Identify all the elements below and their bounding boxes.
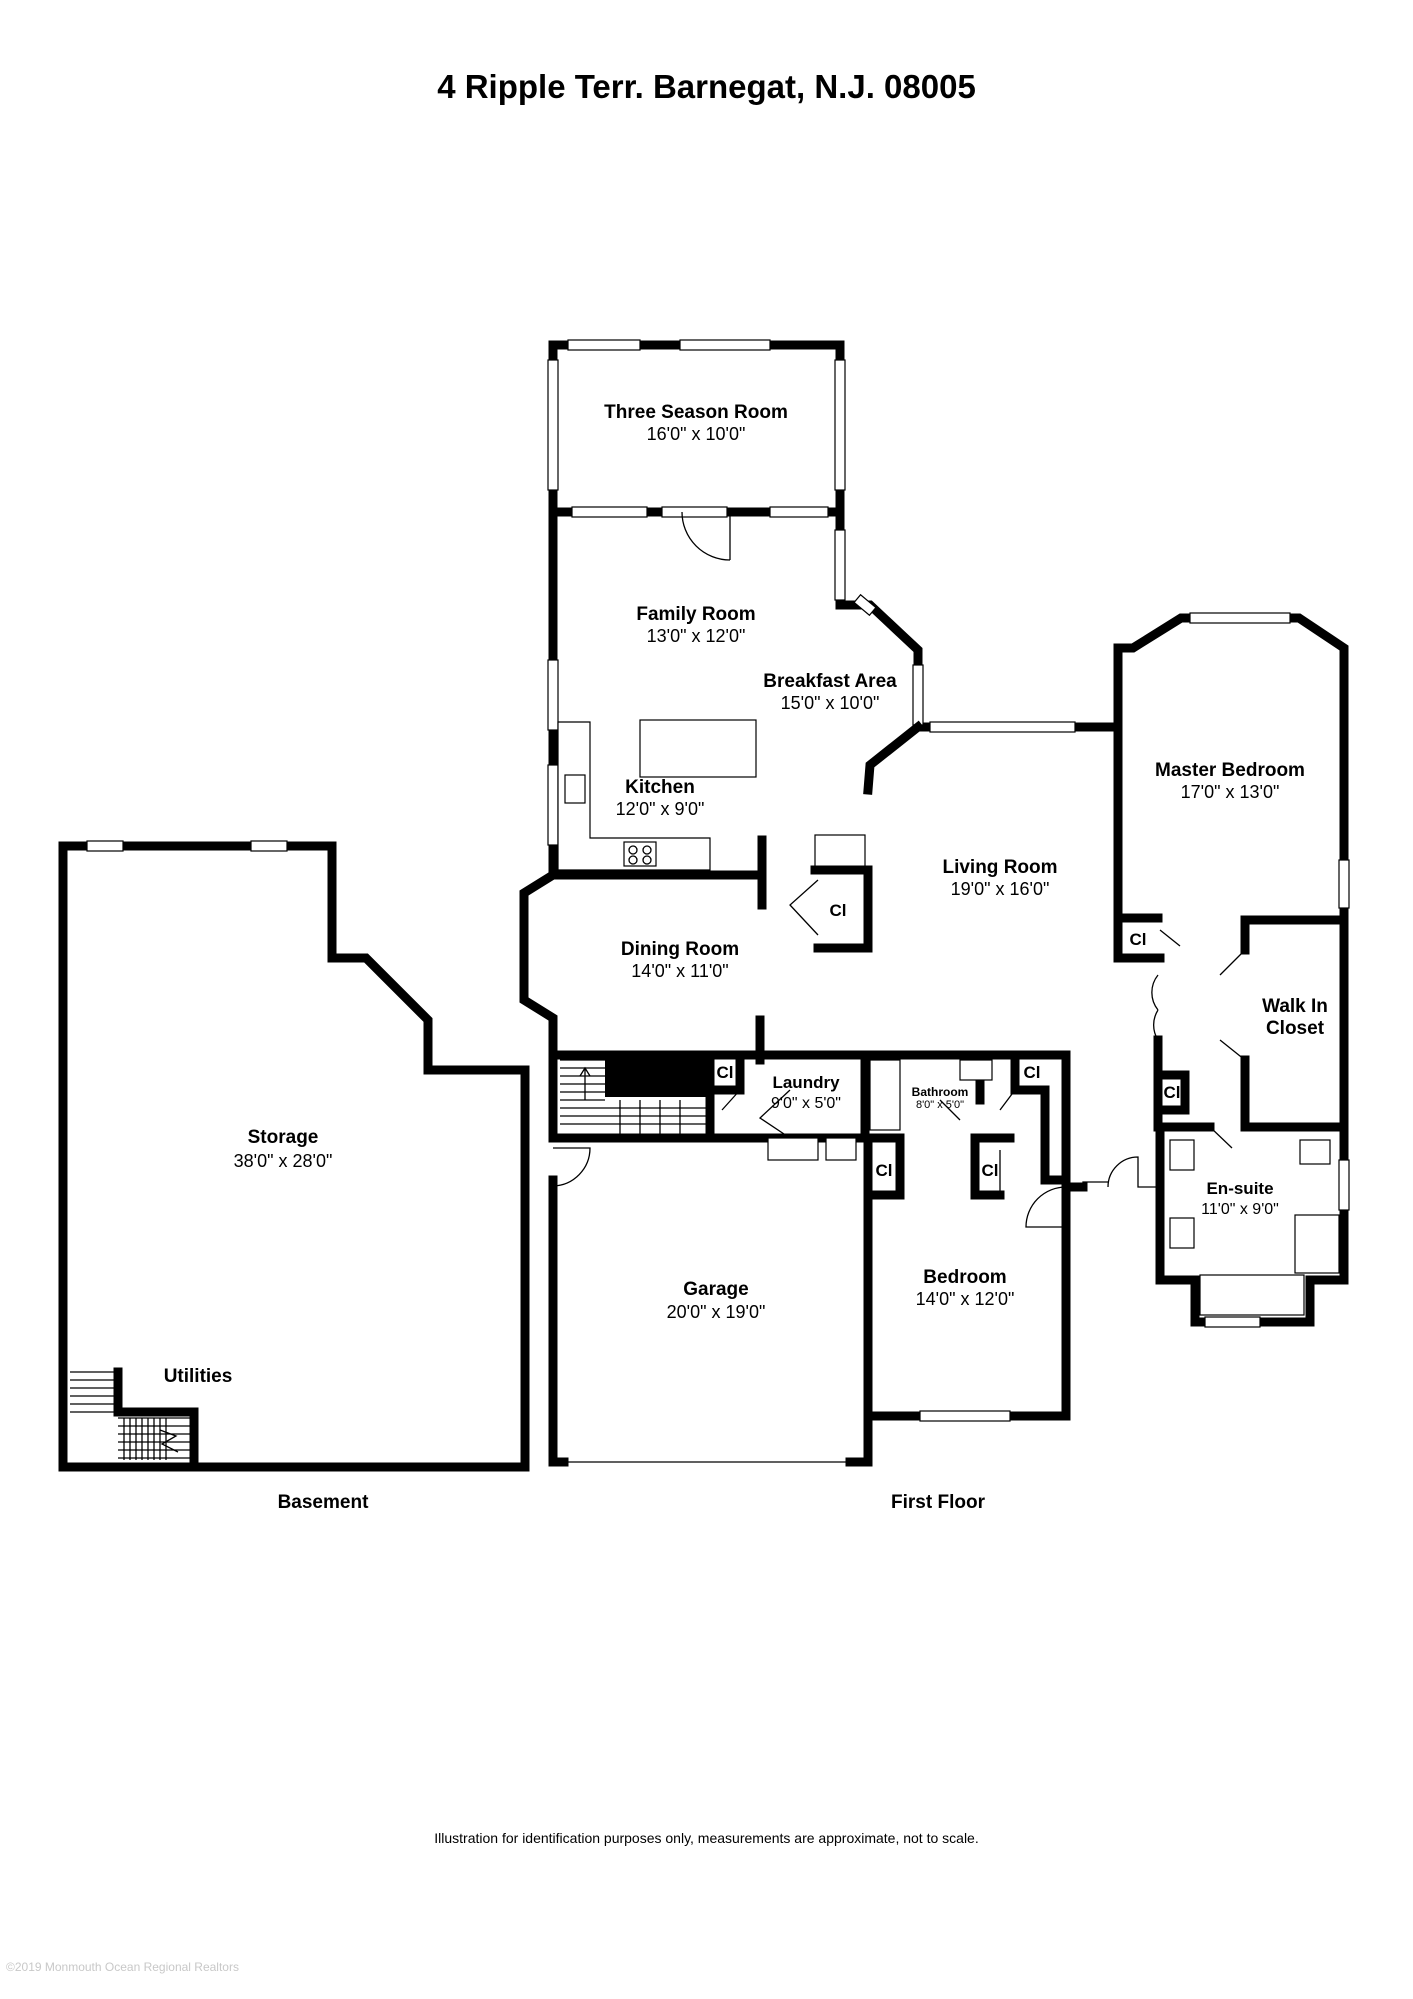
breakfast-bay-windows	[853, 593, 1076, 733]
kitchen-island	[639, 719, 757, 778]
stove-icon	[623, 841, 657, 867]
basement-window-2	[250, 840, 288, 852]
dining-room-label: Dining Room	[621, 939, 739, 960]
basement-caption: Basement	[278, 1492, 369, 1513]
breakfast-area-dims: 15'0" x 10'0"	[781, 693, 880, 713]
kitchen-west-window	[547, 764, 559, 846]
kitchen-sink-icon	[564, 774, 586, 804]
kitchen-label: Kitchen	[625, 777, 695, 798]
living-room-dims: 19'0" x 16'0"	[951, 879, 1050, 899]
en-suite-door	[1209, 1126, 1233, 1149]
three-season-windows	[547, 339, 846, 518]
storage-dims: 38'0" x 28'0"	[234, 1151, 333, 1171]
en-suite-dims: 11'0" x 9'0"	[1201, 1201, 1279, 1218]
utilities-nook-wall	[113, 1367, 199, 1465]
disclaimer-text: Illustration for identification purposes…	[434, 1830, 979, 1846]
first-floor-caption: First Floor	[891, 1492, 986, 1513]
laundry-dims: 9'0" x 5'0"	[771, 1095, 841, 1112]
copyright-watermark: ©2019 Monmouth Ocean Regional Realtors	[6, 1960, 239, 1974]
bath-closet-label: Cl	[1024, 1063, 1041, 1082]
garage-walls	[548, 1175, 873, 1467]
stair-closet-door	[721, 1089, 741, 1111]
bedroom-door	[1025, 1186, 1067, 1228]
bathroom-tub	[869, 1059, 901, 1131]
stair-closet	[705, 1050, 745, 1095]
bathroom-dims: 8'0" x 5'0"	[916, 1099, 964, 1111]
family-room-dims: 13'0" x 12'0"	[647, 626, 746, 646]
bathroom-sink-icon	[959, 1059, 993, 1081]
three-season-dims: 16'0" x 10'0"	[647, 424, 746, 444]
breakfast-area-label: Breakfast Area	[763, 671, 897, 692]
bedroom-closet-2-label: Cl	[982, 1161, 999, 1180]
storage-label: Storage	[248, 1127, 319, 1148]
stair-closet-label: Cl	[717, 1063, 734, 1082]
dining-room-dims: 14'0" x 11'0"	[631, 961, 728, 981]
hall-closet-label: Cl	[1164, 1083, 1181, 1102]
living-double-door	[1151, 974, 1159, 1041]
walk-in-door	[1219, 949, 1246, 1061]
bathroom-label: Bathroom	[912, 1085, 969, 1099]
three-season-base-window	[834, 529, 846, 601]
laundry-sink-icon	[825, 1137, 857, 1161]
en-suite-tub	[1199, 1274, 1305, 1316]
breakfast-living-wall	[863, 720, 925, 795]
bedroom-label: Bedroom	[923, 1267, 1006, 1288]
en-suite-label: En-suite	[1206, 1179, 1273, 1198]
three-season-label: Three Season Room	[604, 402, 788, 423]
basement-stairs	[70, 1371, 190, 1460]
living-room-label: Living Room	[942, 857, 1057, 878]
basement-plan: Storage 38'0" x 28'0" Utilities Basement	[58, 840, 530, 1513]
bedroom-closet-door	[899, 1150, 1001, 1195]
dining-closet-label: Cl	[830, 901, 847, 920]
basement-outline	[58, 841, 530, 1472]
walk-in-closet-label-1: Walk In	[1262, 996, 1328, 1017]
laundry-garage-wall	[548, 1133, 873, 1185]
plan-title: 4 Ripple Terr. Barnegat, N.J. 08005	[437, 68, 976, 105]
laundry-door	[758, 1089, 791, 1139]
master-closet-door	[1159, 929, 1181, 947]
dining-closet-wall	[810, 865, 873, 953]
master-bay-window	[1189, 612, 1291, 624]
kitchen-dims: 12'0" x 9'0"	[616, 799, 705, 819]
utilities-label: Utilities	[164, 1366, 233, 1387]
garage-entry-door	[552, 1147, 591, 1187]
bedroom-closet-1-label: Cl	[876, 1161, 893, 1180]
basement-window-1	[86, 840, 124, 852]
master-bedroom-dims: 17'0" x 13'0"	[1181, 782, 1280, 802]
en-suite-closet	[1155, 1070, 1190, 1115]
en-suite-fixtures	[1169, 1139, 1350, 1328]
bedroom-window	[919, 1410, 1011, 1422]
walk-in-closet-label-2: Closet	[1266, 1018, 1325, 1039]
laundry-label: Laundry	[772, 1073, 840, 1092]
first-floor-stairs	[560, 1057, 710, 1138]
bedroom-dims: 14'0" x 12'0"	[916, 1289, 1015, 1309]
bedroom-east-wall	[1040, 1175, 1071, 1421]
master-closet-wall	[1113, 913, 1165, 963]
three-season-door	[681, 511, 731, 561]
family-room-label: Family Room	[636, 604, 755, 625]
laundry-washer	[767, 1137, 819, 1161]
dining-closet-door	[789, 879, 819, 936]
garage-dims: 20'0" x 19'0"	[667, 1302, 766, 1322]
walk-in-closet-walls	[1240, 915, 1349, 1132]
master-closet-label: Cl	[1130, 930, 1147, 949]
master-bedroom-label: Master Bedroom	[1155, 760, 1305, 781]
first-floor-plan: Cl Cl Cl Cl Cl Cl Cl Three Season Room 1…	[519, 339, 1350, 1513]
family-west-window	[547, 659, 559, 731]
master-east-window	[1338, 859, 1350, 909]
garage-label: Garage	[683, 1279, 748, 1300]
bath-closet-walls	[1010, 1050, 1050, 1185]
living-east-wall	[1113, 722, 1163, 1132]
kitchen-fixtures	[557, 719, 866, 871]
entry-door	[1082, 1156, 1160, 1188]
